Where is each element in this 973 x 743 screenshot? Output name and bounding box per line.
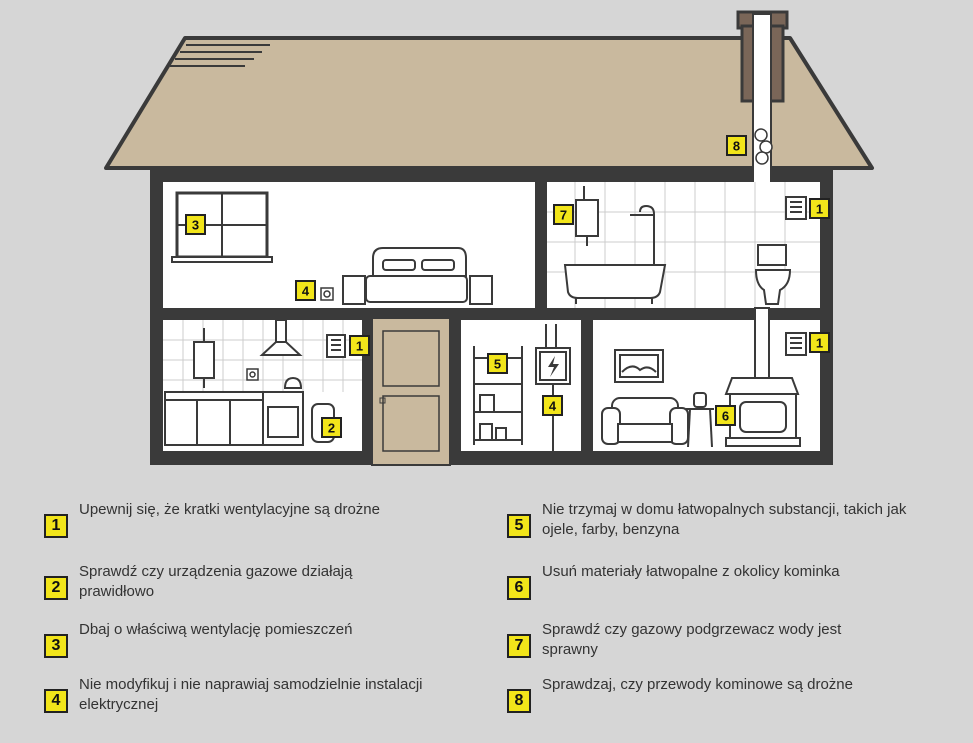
house-diagram: 8 3 4 7 1 1 2 5 4 6 1 [104,10,874,466]
bedroom-outlet [320,287,334,301]
diagram-badge-label: 6 [722,409,729,424]
diagram-badge-label: 5 [494,357,501,372]
side-table [686,392,714,448]
bedroom-window [171,191,273,263]
diagram-badge-b6: 6 [715,405,736,426]
diagram-badge-b1-living: 1 [809,332,830,353]
front-door [371,317,451,466]
diagram-badge-label: 8 [733,139,740,154]
legend-text-2: Sprawdź czy urządzenia gazowe działają p… [79,563,353,600]
diagram-badge-b2: 2 [321,417,342,438]
legend-text-1: Upewnij się, że kratki wentylacyjne są d… [79,501,380,518]
diagram-badge-label: 4 [549,399,557,414]
legend-badge-6: 6 [507,576,531,600]
utility-shelf [473,346,523,445]
sofa [601,397,689,445]
legend-item-1: 1 Upewnij się, że kratki wentylacyjne są… [44,500,459,538]
diagram-badge-label: 2 [328,421,335,436]
bathtub [563,204,667,304]
diagram-badge-label: 1 [816,336,823,351]
legend-badge-1: 1 [44,514,68,538]
legend-item-2: 2 Sprawdź czy urządzenia gazowe działają… [44,562,419,602]
legend-text-4: Nie modyfikuj i nie naprawiaj samodzieln… [79,676,423,713]
diagram-badge-b4-utility: 4 [542,395,563,416]
legend-text-6: Usuń materiały łatwopalne z okolicy komi… [542,563,840,580]
diagram-badge-label: 4 [302,284,310,299]
diagram-badge-label: 1 [816,202,823,217]
chimney [736,10,789,185]
electrical-panel [535,324,571,451]
diagram-badge-b4-bedroom: 4 [295,280,316,301]
legend-item-5: 5 Nie trzymaj w domu łatwopalnych substa… [507,500,942,540]
legend-badge-2: 2 [44,576,68,600]
diagram-number-badges: 8 3 4 7 1 1 2 5 4 6 1 [185,135,830,438]
diagram-badge-label: 3 [192,218,199,233]
diagram-badge-b3: 3 [185,214,206,235]
vent-living [785,332,807,356]
living-painting [614,349,664,383]
kitchen-boiler [193,328,215,388]
diagram-badge-b1-bathroom: 1 [809,198,830,219]
vent-kitchen [326,334,346,358]
legend-item-6: 6 Usuń materiały łatwopalne z okolicy ko… [507,562,922,600]
diagram-badge-b1-kitchen: 1 [349,335,370,356]
legend-text-3: Dbaj o właściwą wentylację pomieszczeń [79,621,353,638]
diagram-badge-label: 7 [560,208,567,223]
legend-item-4: 4 Nie modyfikuj i nie naprawiaj samodzie… [44,675,449,715]
legend-item-7: 7 Sprawdź czy gazowy podgrzewacz wody je… [507,620,882,660]
legend-badge-7: 7 [507,634,531,658]
roof-shingle-lines [170,44,270,67]
legend-item-8: 8 Sprawdzaj, czy przewody kominowe są dr… [507,675,922,713]
legend-text-8: Sprawdzaj, czy przewody kominowe są droż… [542,676,853,693]
kitchen-hood [259,319,303,356]
vent-bathroom [785,196,807,220]
diagram-badge-b8: 8 [726,135,747,156]
kitchen-cabinets [164,391,304,446]
toilet [754,244,792,305]
legend-item-3: 3 Dbaj o właściwą wentylację pomieszczeń [44,620,459,658]
fireplace [724,307,801,447]
legend-badge-3: 3 [44,634,68,658]
kitchen-outlet [246,368,259,381]
diagram-badge-b5: 5 [487,353,508,374]
kettle [283,376,303,389]
water-heater [575,186,599,246]
diagram-badge-b7: 7 [553,204,574,225]
legend-text-5: Nie trzymaj w domu łatwopalnych substanc… [542,501,907,538]
legend: 1 Upewnij się, że kratki wentylacyjne są… [0,500,973,743]
roof [104,36,874,170]
legend-badge-5: 5 [507,514,531,538]
bed [342,247,493,305]
diagram-badge-label: 1 [356,339,363,354]
legend-text-7: Sprawdź czy gazowy podgrzewacz wody jest… [542,621,842,658]
legend-badge-8: 8 [507,689,531,713]
legend-badge-4: 4 [44,689,68,713]
